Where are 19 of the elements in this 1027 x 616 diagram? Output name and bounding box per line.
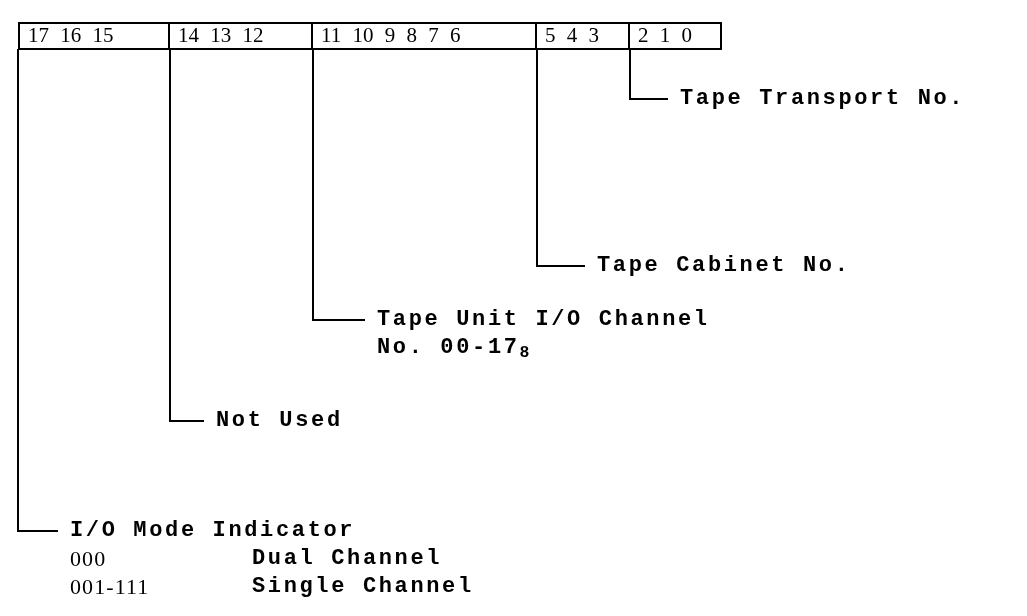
field-label: Tape Cabinet No. <box>585 252 985 280</box>
leader-line <box>629 48 669 100</box>
code-value: 001-111 <box>70 573 151 601</box>
field-label: Not Used <box>204 407 404 435</box>
note-heading: I/O Mode Indicator <box>70 517 357 545</box>
bit-field-box: 2 1 0 <box>628 22 722 50</box>
leader-line <box>312 48 366 321</box>
bit-field-box: 14 13 12 <box>168 22 313 50</box>
code-value: 000 <box>70 545 108 573</box>
code-meaning: Dual Channel <box>252 545 444 573</box>
bit-field-box: 11 10 9 8 7 6 <box>311 22 537 50</box>
leader-line <box>169 48 205 422</box>
leader-line <box>17 48 59 532</box>
bit-field-box: 17 16 15 <box>18 22 170 50</box>
code-meaning: Single Channel <box>252 573 475 601</box>
field-label: Tape Unit I/O Channel No. 00-17$_{8}$ <box>365 306 765 362</box>
bit-field-box: 5 4 3 <box>535 22 630 50</box>
field-label: Tape Transport No. <box>668 85 1008 113</box>
leader-line <box>536 48 586 267</box>
